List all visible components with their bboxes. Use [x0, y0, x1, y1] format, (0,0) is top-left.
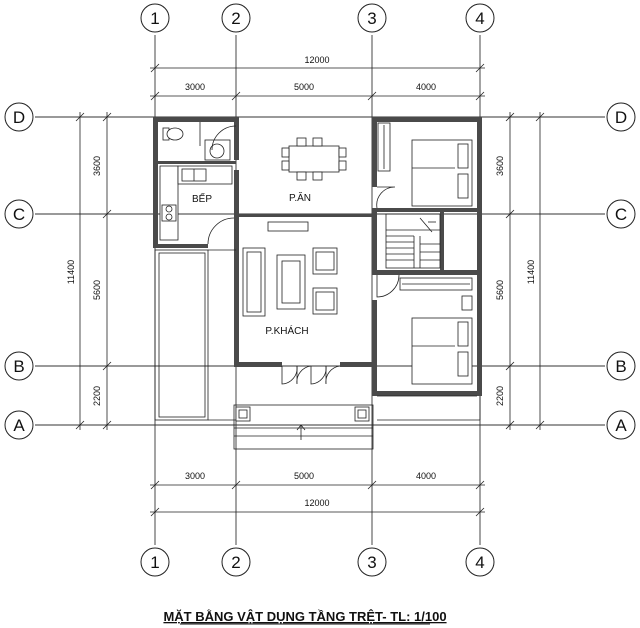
dim-bottom-span-1: 3000	[185, 471, 205, 481]
grid-col-2-bottom: 2	[231, 553, 240, 572]
dim-top-span-3: 4000	[416, 82, 436, 92]
grid-bubbles-left: D C B A	[4, 102, 34, 440]
dim-right-span-1: 3600	[495, 156, 505, 176]
dining-label: P.ĂN	[289, 191, 311, 204]
dim-left-total: 11400	[66, 260, 76, 284]
main-entrance	[281, 365, 341, 385]
wc-fixtures	[162, 122, 237, 161]
dining-table: P.ĂN	[281, 137, 347, 204]
grid-bubbles-right: D C B A	[606, 102, 636, 440]
dim-right-span-3: 2200	[495, 386, 505, 406]
walls	[153, 117, 482, 396]
living-furniture: P.KHÁCH	[242, 221, 338, 337]
grid-row-A-right: A	[615, 416, 627, 435]
stove-icon	[161, 204, 177, 222]
washbasin-icon	[209, 143, 225, 159]
grid-bubbles-bottom: 1 2 3 4	[140, 547, 495, 577]
grid-col-4-top: 4	[475, 9, 484, 28]
grid-row-B-left: B	[13, 357, 24, 376]
kitchen-counter: BẾP	[159, 165, 235, 245]
dim-top-span-2: 5000	[294, 82, 314, 92]
grid-col-3-top: 3	[367, 9, 376, 28]
dim-right-span-2: 5600	[495, 280, 505, 300]
grid-col-2-top: 2	[231, 9, 240, 28]
grid-row-C-right: C	[615, 205, 627, 224]
grid-row-D-left: D	[13, 108, 25, 127]
grid-row-A-left: A	[13, 416, 25, 435]
dimension-top: 12000 3000 5000 4000	[150, 55, 485, 101]
planter-icon	[235, 406, 251, 422]
grid-row-B-right: B	[615, 357, 626, 376]
dim-bottom-total: 12000	[304, 498, 329, 508]
dim-left-span-3: 2200	[92, 386, 102, 406]
dim-right-total: 11400	[526, 260, 536, 284]
grid-col-1-bottom: 1	[150, 553, 159, 572]
grid-col-4-bottom: 4	[475, 553, 484, 572]
drawing-title: MẶT BẰNG VẬT DỤNG TẦNG TRỆT- TL: 1/100	[163, 609, 446, 624]
dimension-left: 11400 3600 5600 2200	[66, 112, 112, 430]
dim-left-span-2: 5600	[92, 280, 102, 300]
grid-col-3-bottom: 3	[367, 553, 376, 572]
dining-table-icon	[288, 145, 340, 173]
terrace-outline	[154, 249, 481, 421]
dimension-bottom: 3000 5000 4000 12000	[150, 471, 485, 517]
toilet-bowl-icon	[166, 127, 184, 141]
staircase	[385, 213, 441, 269]
dim-left-span-1: 3600	[92, 156, 102, 176]
dim-top-span-1: 3000	[185, 82, 205, 92]
dim-top-total: 12000	[304, 55, 329, 65]
dim-bottom-span-2: 5000	[294, 471, 314, 481]
tv-cabinet-icon	[267, 221, 309, 232]
dim-bottom-span-3: 4000	[416, 471, 436, 481]
bedroom-1	[376, 122, 473, 209]
grid-row-D-right: D	[615, 108, 627, 127]
grid-col-1-top: 1	[150, 9, 159, 28]
bedroom-2	[376, 274, 473, 385]
planter-icon	[354, 406, 370, 422]
grid-bubbles-top: 1 2 3 4	[140, 3, 495, 33]
living-label: P.KHÁCH	[265, 324, 308, 337]
kitchen-label: BẾP	[192, 192, 212, 205]
grid-row-C-left: C	[13, 205, 25, 224]
front-porch	[233, 404, 374, 450]
dimension-right: 3600 5600 2200 11400	[495, 112, 545, 430]
